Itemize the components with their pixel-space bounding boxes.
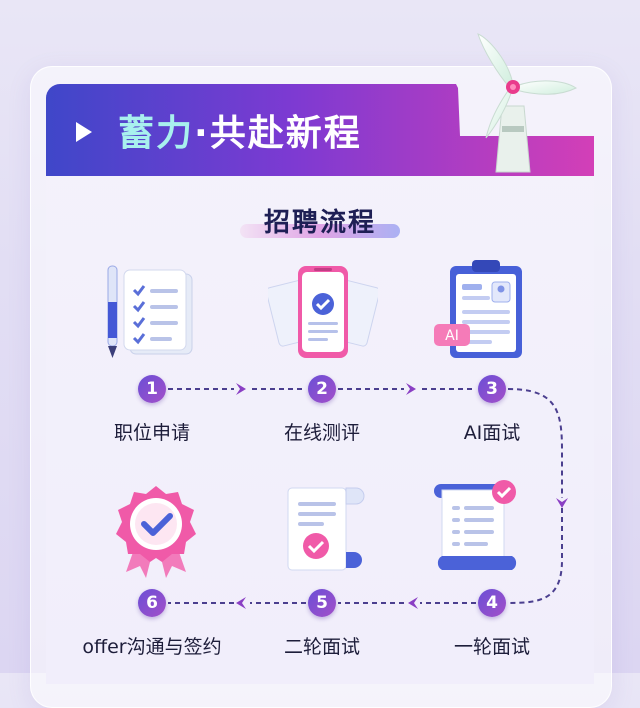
banner-title-part1: 蓄力 [118, 113, 195, 154]
step-4-number: 4 [478, 589, 506, 617]
award-badge-icon [116, 486, 196, 578]
banner-title: 蓄力·共赴新程 [118, 104, 362, 156]
step-3-label: AI面试 [463, 422, 521, 444]
arrow-left-icon [408, 597, 418, 609]
step-4-label: 一轮面试 [453, 636, 530, 658]
step-2-label: 在线测评 [283, 422, 360, 444]
clipboard-ai-icon: AI [434, 260, 522, 358]
step-1-label: 职位申请 [113, 422, 190, 444]
section-title: 招聘流程 [263, 208, 376, 238]
step-6-number: 6 [138, 589, 166, 617]
flow-connectors [168, 383, 568, 609]
ai-tag-label: AI [445, 328, 459, 344]
step-5-number: 5 [308, 589, 336, 617]
arrow-right-icon [236, 383, 246, 395]
section-title-underline [240, 224, 400, 238]
document-checklist-icon [107, 265, 193, 358]
step-6-label: offer沟通与签约 [82, 636, 222, 658]
arrow-right-icon [406, 383, 416, 395]
step-3-number: 3 [478, 375, 506, 403]
arrow-down-icon [556, 498, 568, 508]
scroll-check-icon [434, 480, 517, 570]
banner-title-part2: 共赴新程 [209, 113, 362, 154]
arrow-left-icon [236, 597, 246, 609]
step-2-number: 2 [308, 375, 336, 403]
step-5-label: 二轮面试 [283, 636, 360, 658]
banner-title-dot: · [194, 113, 210, 154]
step-1-number: 1 [138, 375, 166, 403]
play-icon [76, 122, 92, 142]
phone-check-icon [268, 266, 378, 358]
windmill-icon [477, 33, 577, 173]
paper-check-icon [287, 487, 365, 571]
